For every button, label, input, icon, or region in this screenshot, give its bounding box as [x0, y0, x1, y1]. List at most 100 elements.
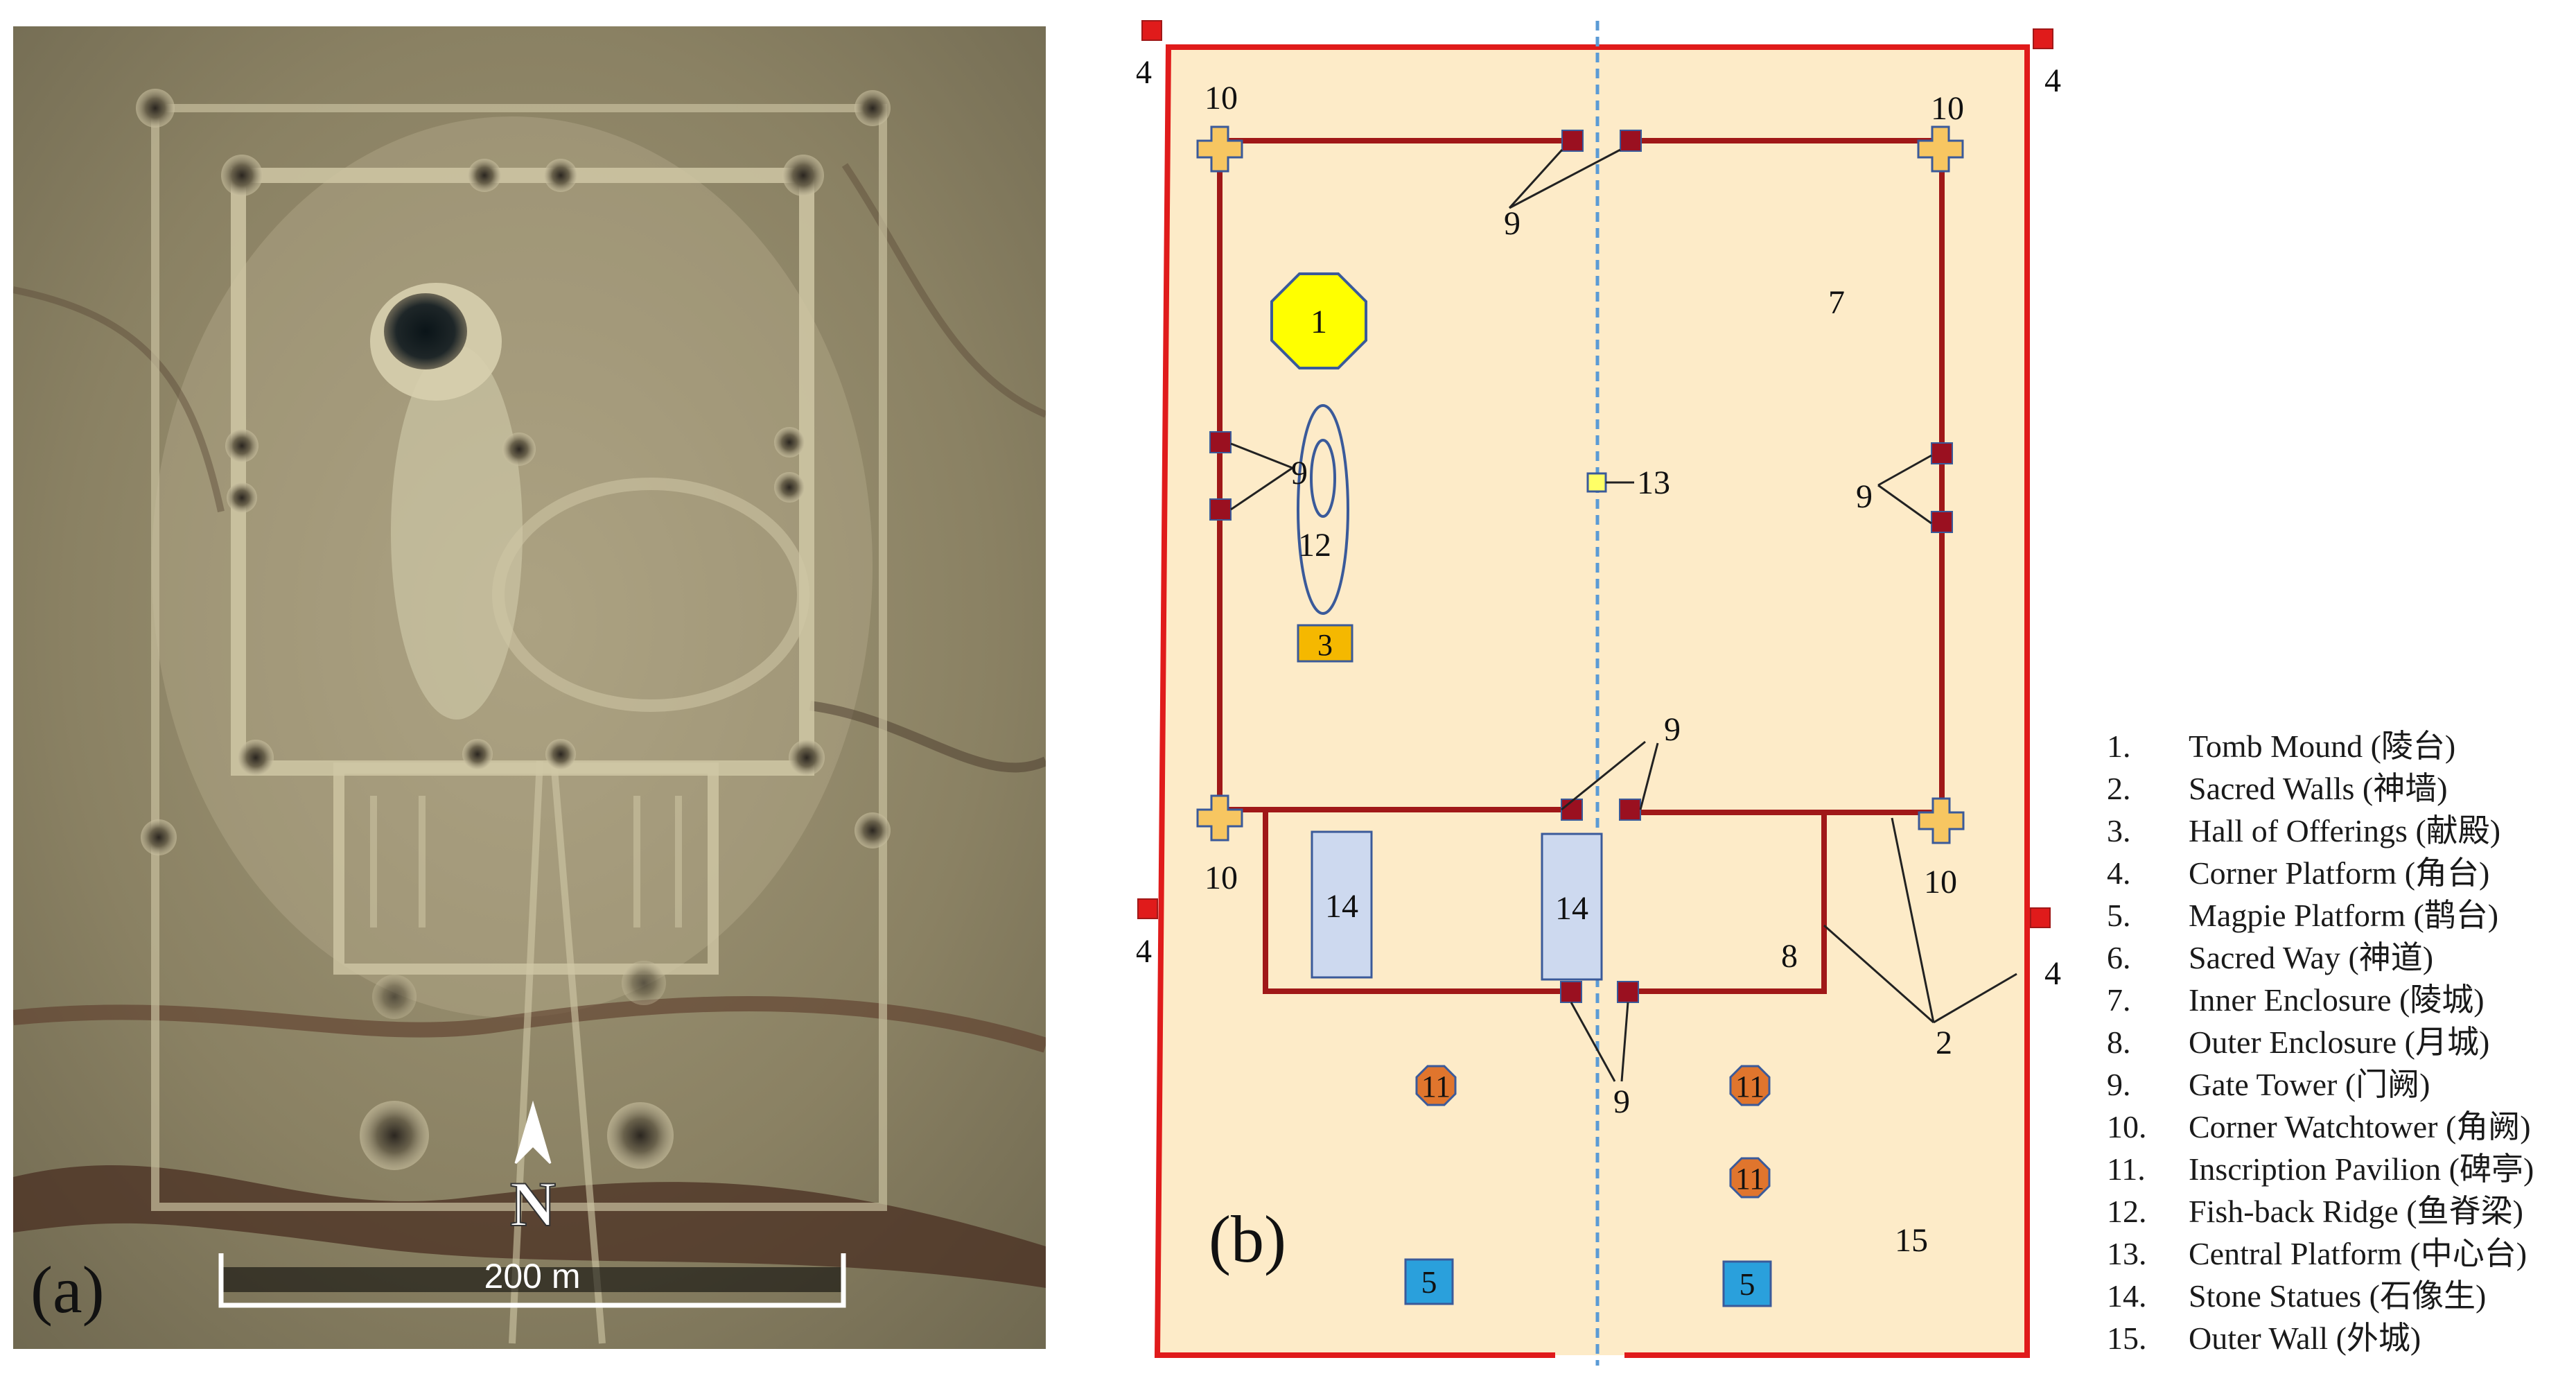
gate-tower — [1560, 981, 1582, 1003]
magpie-platform — [1404, 1258, 1454, 1305]
stone-statues-number: 14 — [1555, 890, 1588, 927]
magpie-platform — [1722, 1260, 1772, 1307]
inscription-pavilion — [1729, 1157, 1771, 1199]
corner-watchtower — [1917, 125, 1964, 173]
north-arrow: N — [509, 1100, 557, 1240]
legend-item: 4. Corner Platform (角台) — [2100, 848, 2576, 891]
corner-watchtower-number: 10 — [1931, 90, 1964, 127]
legend-item: 2. Sacred Walls (神墙) — [2100, 763, 2576, 806]
legend-item: 14.Stone Statues (石像生) — [2100, 1271, 2576, 1314]
satellite-image: N 200 m (a) — [12, 26, 1049, 1349]
tomb-mound: 1 — [1270, 272, 1367, 369]
corner-platform-number: 4 — [2044, 62, 2061, 99]
gate-tower-number: 9 — [1613, 1083, 1630, 1120]
legend-number: 6. — [2107, 940, 2131, 975]
corner-platform — [1141, 20, 1162, 41]
legend-item: 5.Magpie Platform (鹊台) — [2100, 890, 2576, 933]
corner-watchtower-number: 10 — [1204, 860, 1238, 896]
panel-a-label: (a) — [30, 1253, 105, 1327]
sacred-walls-leaders — [1823, 817, 2017, 1024]
schematic-plan-panel: 1 12 3 7 13 — [1135, 14, 2141, 1366]
legend-item: 9.Gate Tower (门阙) — [2100, 1059, 2576, 1102]
scale-bar: 200 m — [218, 1253, 846, 1308]
outer-enclosure-trace — [333, 763, 719, 975]
north-label: N — [510, 1169, 556, 1239]
magpie-platform-number: 5 — [1740, 1266, 1755, 1302]
hall-of-offerings: 3 — [1297, 624, 1353, 663]
gate-tower — [1209, 431, 1232, 453]
central-platform: 13 — [1586, 464, 1670, 501]
legend-number: 3. — [2107, 813, 2131, 848]
corner-platform-number: 4 — [1137, 933, 1152, 970]
schematic-plan: 1 12 3 7 13 — [1135, 20, 2061, 1366]
inscription-pavilion — [1415, 1065, 1457, 1106]
gate-tower-markers — [1209, 130, 1953, 1003]
corner-platform-number: 4 — [1137, 54, 1152, 91]
legend: 1. Tomb Mound (陵台) 2. Sacred Walls (神墙) 3.… — [2100, 721, 2576, 1356]
legend-item: 6. Sacred Way (神道) — [2100, 932, 2576, 975]
gate-tower-number: 9 — [1856, 478, 1873, 515]
outer-enclosure-wall-right — [1626, 812, 1827, 994]
legend-number: 2. — [2107, 771, 2131, 806]
legend-number: 8. — [2107, 1025, 2131, 1060]
magpie-platform-number: 5 — [1421, 1264, 1437, 1300]
satellite-image-panel: N 200 m (a) — [12, 26, 1049, 1349]
gate-tower — [1561, 130, 1584, 152]
legend-text: Sacred Way (神道) — [2189, 940, 2434, 975]
legend-number: 1. — [2107, 729, 2131, 764]
legend-text: Inner Enclosure (陵城) — [2189, 982, 2485, 1018]
legend-number: 13. — [2107, 1236, 2147, 1271]
central-platform-number: 13 — [1637, 464, 1670, 501]
gate-tower — [1209, 498, 1232, 521]
inscription-pavilion-number: 11 — [1735, 1070, 1764, 1104]
magpie-platform-markers — [1404, 1258, 1772, 1307]
legend-item: 3.Hall of Offerings (献殿) — [2100, 805, 2576, 848]
legend-text: Stone Statues (石像生) — [2189, 1278, 2487, 1314]
stone-statues-number: 14 — [1325, 888, 1358, 925]
fish-back-ridge: 12 — [1297, 404, 1349, 615]
legend-text: Magpie Platform (鹊台) — [2189, 898, 2499, 933]
corner-platform — [2030, 907, 2051, 928]
tomb-mound-number: 1 — [1311, 304, 1327, 340]
dark-wadi — [13, 1165, 1046, 1288]
corner-platform — [1137, 898, 1158, 919]
inscription-pavilion — [1729, 1065, 1771, 1106]
legend-number: 7. — [2107, 982, 2131, 1018]
gate-tower-number: 9 — [1664, 711, 1681, 748]
legend-item: 13.Central Platform (中心台) — [2100, 1228, 2576, 1271]
legend-text: Corner Platform (角台) — [2189, 855, 2490, 891]
gate-tower — [1617, 981, 1639, 1003]
hall-of-offerings-number: 3 — [1317, 628, 1333, 662]
legend-text: Sacred Walls (神墙) — [2189, 771, 2448, 806]
legend-number: 4. — [2107, 855, 2131, 891]
gate-tower-leaders — [1230, 148, 1932, 1082]
scale-label: 200 m — [484, 1257, 581, 1296]
legend-text: Tomb Mound (陵台) — [2189, 729, 2456, 764]
inscription-pavilion-markers — [1415, 1065, 1771, 1199]
inner-enclosure-wall-right — [1630, 138, 1945, 815]
outer-enclosure-wall-left — [1263, 810, 1574, 994]
inner-enclosure-number: 7 — [1828, 284, 1845, 321]
legend-number: 10. — [2107, 1109, 2147, 1144]
outer-wall — [1154, 44, 2030, 1358]
corner-watchtower-markers — [1196, 125, 1965, 844]
panel-b-label: (b) — [1209, 1202, 1286, 1276]
inscription-pavilion-number: 11 — [1421, 1070, 1451, 1104]
legend-text: Outer Enclosure (月城) — [2189, 1025, 2490, 1060]
gate-tower — [1619, 799, 1641, 821]
legend-number: 9. — [2107, 1067, 2131, 1102]
gate-tower — [1620, 130, 1642, 152]
legend-text: Outer Wall (外城) — [2189, 1321, 2421, 1356]
corner-watchtower — [1196, 125, 1243, 173]
corner-watchtower-number: 10 — [1204, 80, 1238, 116]
legend-item: 1. Tomb Mound (陵台) — [2100, 721, 2576, 764]
legend-item: 7. Inner Enclosure (陵城) — [2100, 975, 2576, 1018]
corner-platform-number: 4 — [2044, 955, 2061, 992]
legend-text: Corner Watchtower (角阙) — [2189, 1109, 2531, 1144]
corner-platform — [2033, 28, 2053, 49]
corner-watchtower — [1196, 794, 1243, 842]
outer-enclosure-number: 8 — [1781, 938, 1798, 975]
legend-item: 15.Outer Wall (外城) — [2100, 1313, 2576, 1356]
outer-wall-number: 15 — [1895, 1222, 1928, 1259]
sacred-walls-number: 2 — [1936, 1025, 1952, 1061]
